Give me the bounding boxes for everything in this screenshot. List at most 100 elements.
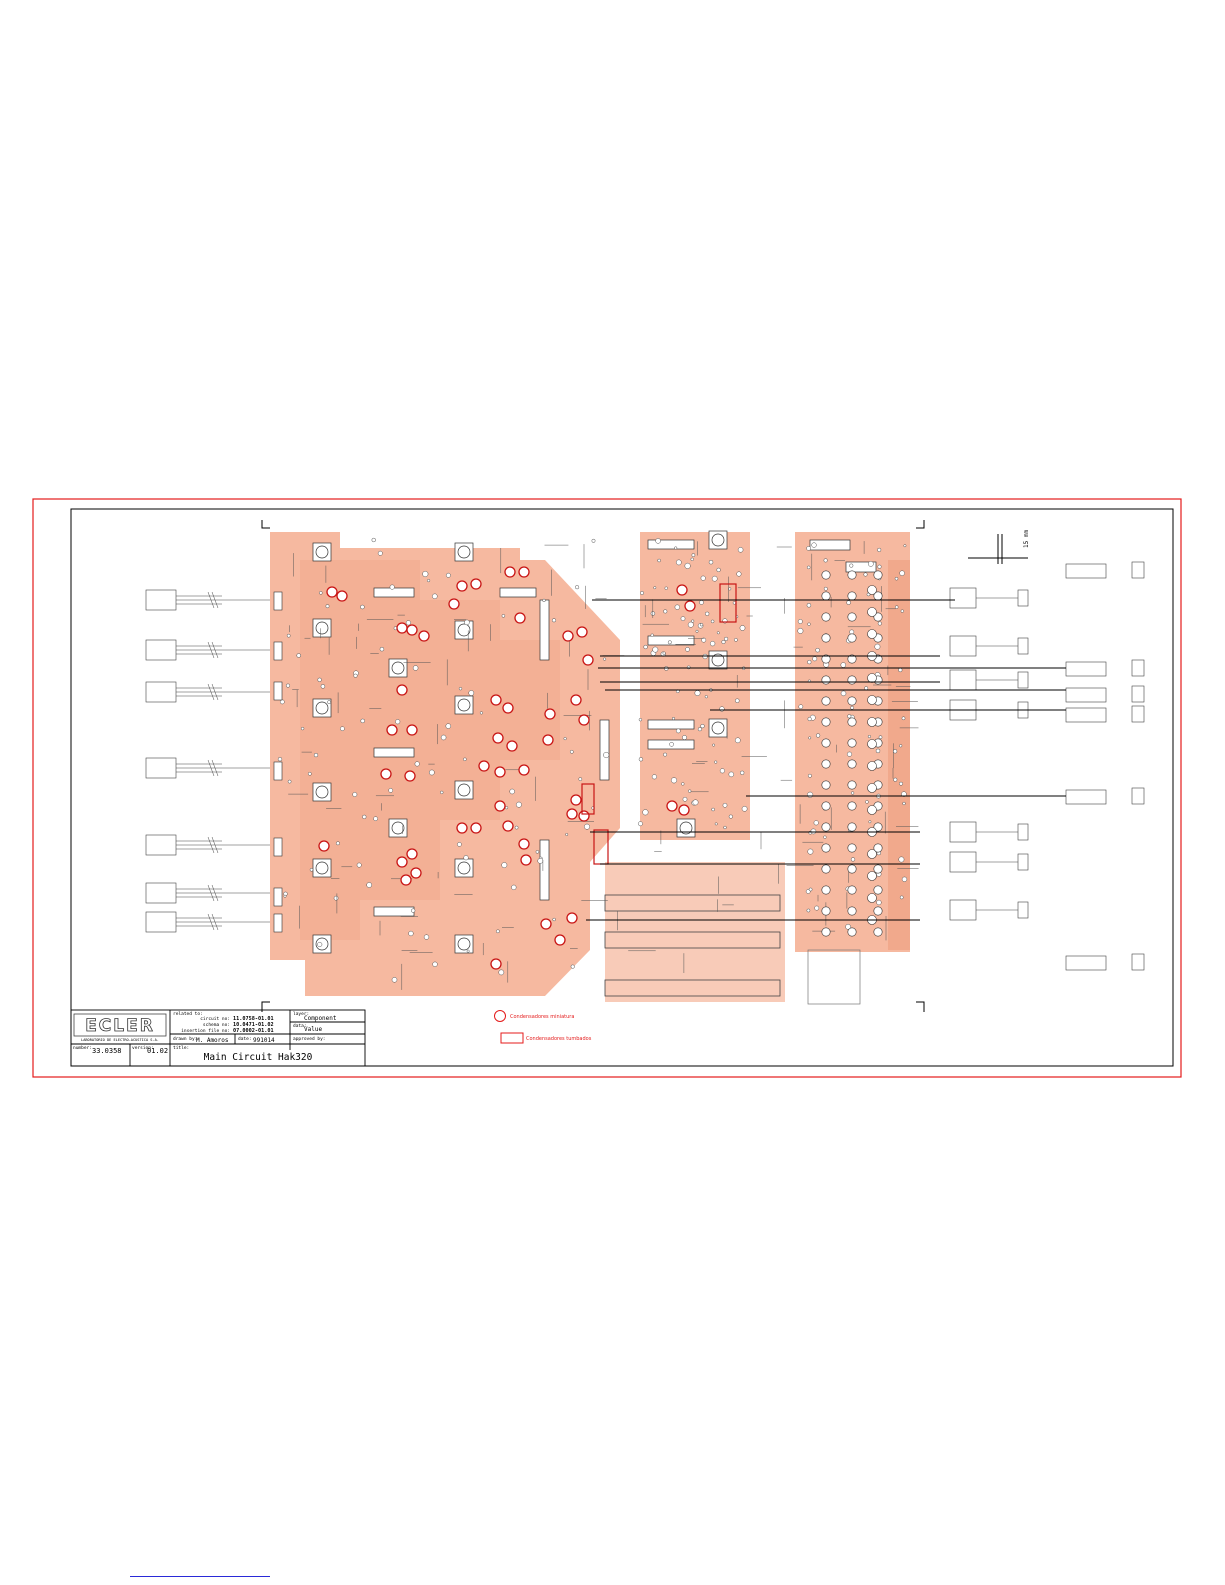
legend-rect-symbol: [500, 1032, 524, 1044]
scale-bar-label: 15 mm: [1023, 530, 1030, 548]
solder-pad: [391, 977, 398, 983]
capacitor: [873, 927, 883, 937]
solder-pad: [898, 856, 905, 863]
footer-link-underline[interactable]: [130, 1576, 270, 1577]
solder-pad: [840, 690, 847, 697]
potentiometer: [454, 542, 474, 562]
capacitor: [821, 885, 831, 895]
solder-pad: [701, 637, 707, 643]
miniature-capacitor: [406, 624, 418, 636]
capacitor: [847, 591, 857, 601]
solder-pad: [501, 614, 506, 618]
wire-harness-break: [207, 759, 215, 777]
solder-pad: [551, 618, 557, 623]
wire-harness-label-box: [949, 669, 977, 691]
capacitor: [821, 801, 831, 811]
solder-pad: [671, 716, 676, 721]
wire-harness-break: [211, 591, 219, 609]
capacitor: [847, 801, 857, 811]
solder-pad: [875, 748, 881, 754]
solder-pad: [575, 585, 580, 590]
solder-pad: [691, 619, 695, 623]
solder-pad: [893, 777, 898, 782]
solder-pad: [578, 777, 583, 781]
layer-label: layer:: [293, 1011, 309, 1017]
fader-slots: [604, 894, 781, 997]
solder-pad: [740, 770, 745, 775]
miniature-capacitor: [502, 820, 514, 832]
wire-harness-break: [211, 759, 219, 777]
wire-connector: [1017, 823, 1029, 841]
miniature-capacitor: [396, 684, 408, 696]
solder-pad: [542, 598, 546, 603]
solder-pad: [877, 564, 882, 569]
solder-pad: [366, 882, 373, 888]
wire-harness-break: [207, 683, 215, 701]
miniature-capacitor: [336, 590, 348, 602]
solder-pad: [808, 887, 813, 892]
solder-pad: [313, 752, 319, 758]
capacitor: [847, 654, 857, 664]
wire-connector: [1017, 589, 1029, 607]
capacitor: [847, 675, 857, 685]
solder-pad: [440, 734, 447, 741]
potentiometer-knob: [315, 861, 329, 875]
solder-pad: [360, 718, 365, 724]
solder-pad: [603, 657, 607, 661]
solder-pad: [362, 814, 367, 820]
solder-pad: [867, 734, 871, 739]
solder-pad: [674, 604, 680, 610]
pcb-board: 15 mm: [270, 530, 1030, 1005]
solder-pad: [823, 586, 828, 591]
solder-pad: [655, 538, 661, 544]
solder-pad: [903, 544, 907, 548]
solder-pad: [806, 546, 811, 551]
data-label: data:: [293, 1023, 307, 1029]
crop-marks: [261, 520, 925, 1012]
solder-pad: [371, 537, 376, 543]
solder-pad: [552, 917, 556, 922]
miniature-capacitor: [570, 794, 582, 806]
capacitor: [867, 761, 877, 771]
board-right-connector-strip: [888, 560, 910, 950]
capacitor: [873, 885, 883, 895]
solder-pad: [806, 908, 811, 913]
solder-pad: [877, 621, 882, 626]
solder-pad: [894, 605, 899, 609]
solder-pad: [712, 743, 716, 747]
solder-pad: [515, 801, 522, 808]
wire-connector: [1017, 901, 1029, 919]
title-label: title:: [173, 1045, 189, 1051]
wire-harness-break: [207, 913, 215, 931]
solder-pad: [432, 961, 438, 967]
layer-value: Component: [304, 1015, 337, 1022]
potentiometer-knob: [457, 783, 471, 797]
solder-pad: [850, 705, 854, 710]
potentiometer: [454, 695, 474, 715]
solder-pad: [637, 821, 643, 827]
solder-pad: [505, 806, 509, 810]
board-connector-left: [273, 591, 283, 611]
solder-pad: [652, 646, 659, 653]
capacitor: [821, 633, 831, 643]
board-left-dense: [300, 560, 560, 940]
solder-pad: [514, 825, 519, 830]
board-connector-left: [273, 641, 283, 661]
potentiometer: [676, 818, 696, 838]
wire-harness-label-box: [949, 899, 977, 921]
solder-pad: [570, 964, 575, 969]
solder-pad: [840, 662, 847, 668]
capacitor: [847, 717, 857, 727]
solder-pad: [714, 760, 718, 764]
solder-pad: [377, 550, 383, 556]
miniature-capacitor: [470, 578, 482, 590]
scale-bar: [968, 534, 1028, 564]
solder-pad: [319, 591, 323, 595]
miniature-capacitor: [494, 800, 506, 812]
solder-pad: [458, 687, 463, 691]
number-label: number:: [73, 1045, 92, 1051]
solder-pad: [845, 923, 851, 930]
solder-pad: [498, 969, 505, 976]
potentiometer-knob: [711, 653, 725, 667]
